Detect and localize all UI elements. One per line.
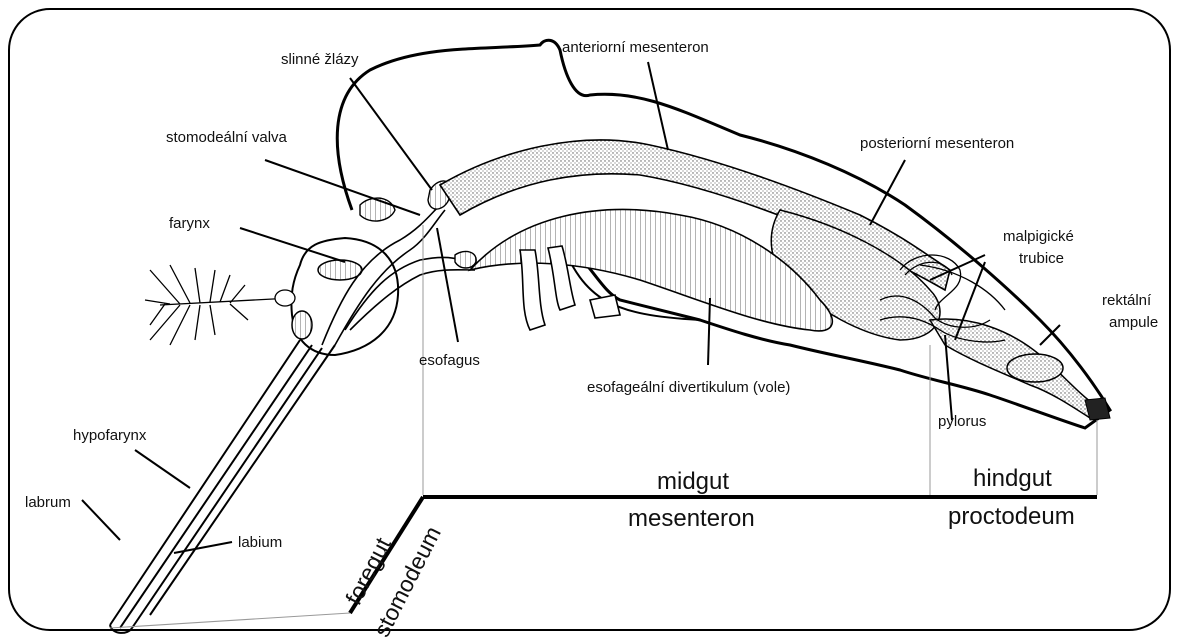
pharynx-muscle: [318, 260, 362, 280]
label-pharynx: farynx: [169, 216, 210, 231]
region-mesenteron: mesenteron: [628, 507, 755, 531]
rectal-ampulla: [1007, 354, 1063, 382]
label-crop: esofageální divertikulum (vole): [587, 380, 790, 395]
region-hindgut: hindgut: [973, 467, 1052, 491]
label-labrum: labrum: [25, 495, 71, 510]
region-midgut: midgut: [657, 470, 729, 494]
region-proctodeum: proctodeum: [948, 505, 1075, 529]
antenna: [145, 265, 295, 345]
label-posterior-midgut: posteriorní mesenteron: [860, 136, 1014, 151]
label-rectal-line1: rektální: [1102, 293, 1151, 308]
label-malpighian-line2: trubice: [1019, 251, 1064, 266]
label-pylorus: pylorus: [938, 414, 986, 429]
label-stomodeal-valve: stomodeální valva: [166, 130, 287, 145]
label-labium: labium: [238, 535, 282, 550]
label-hypopharynx: hypofarynx: [73, 428, 146, 443]
label-rectal-line2: ampule: [1109, 315, 1158, 330]
label-esophagus: esofagus: [419, 353, 480, 368]
proboscis: [110, 340, 335, 633]
label-malpighian-line1: malpigické: [1003, 229, 1074, 244]
label-anterior-midgut: anteriorní mesenteron: [562, 40, 709, 55]
label-salivary-glands: slinné žlázy: [281, 52, 359, 67]
